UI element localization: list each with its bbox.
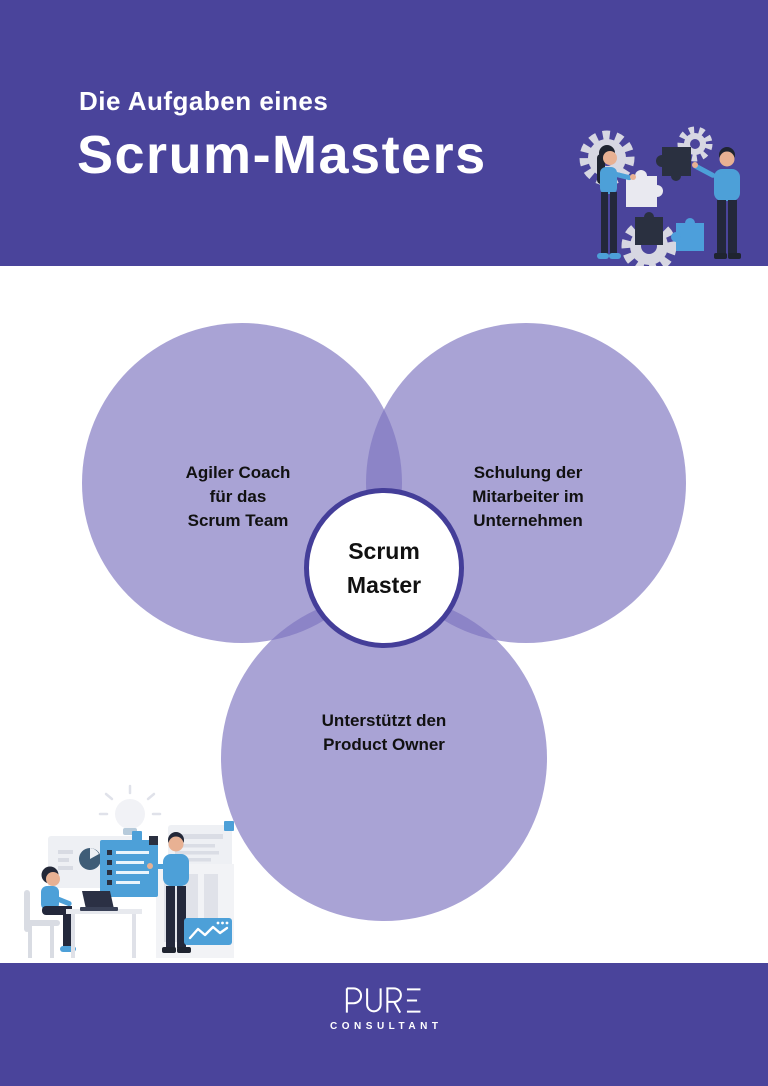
center-label-line2: Master <box>346 572 422 598</box>
chair <box>24 890 60 958</box>
sitting-woman-figure <box>41 866 76 952</box>
puzzle-piece-icon <box>656 147 691 181</box>
footer-band <box>0 963 768 1086</box>
venn-label-agile-coach: Agiler Coach für das Scrum Team <box>185 463 291 530</box>
puzzle-teamwork-illustration <box>579 126 741 266</box>
checklist-card <box>100 836 158 897</box>
pure-logo <box>345 987 421 1014</box>
chart-widget <box>184 918 232 945</box>
puzzle-piece-icon <box>635 212 663 245</box>
laptop-icon <box>80 891 118 911</box>
header-subtitle: Die Aufgaben eines <box>79 86 329 116</box>
puzzle-piece-icon <box>671 218 704 251</box>
pie-chart-icon <box>79 848 101 870</box>
page-title: Scrum-Masters <box>77 125 487 185</box>
venn-label-product-owner: Unterstützt den Product Owner <box>321 711 447 754</box>
desk <box>66 909 142 958</box>
footer-tagline: CONSULTANT <box>330 1021 443 1032</box>
venn-circle-bottom <box>221 595 547 921</box>
puzzle-piece-icon <box>626 170 663 207</box>
center-label-line1: Scrum <box>348 538 420 564</box>
lightbulb-icon <box>98 784 162 835</box>
venn-center-circle: Scrum Master <box>304 488 464 648</box>
team-presentation-illustration <box>24 784 234 958</box>
standing-man-figure <box>147 832 191 953</box>
man-figure <box>692 147 741 259</box>
venn-label-schulung: Schulung der Mitarbeiter im Unternehmen <box>472 463 584 530</box>
woman-figure <box>597 145 636 259</box>
